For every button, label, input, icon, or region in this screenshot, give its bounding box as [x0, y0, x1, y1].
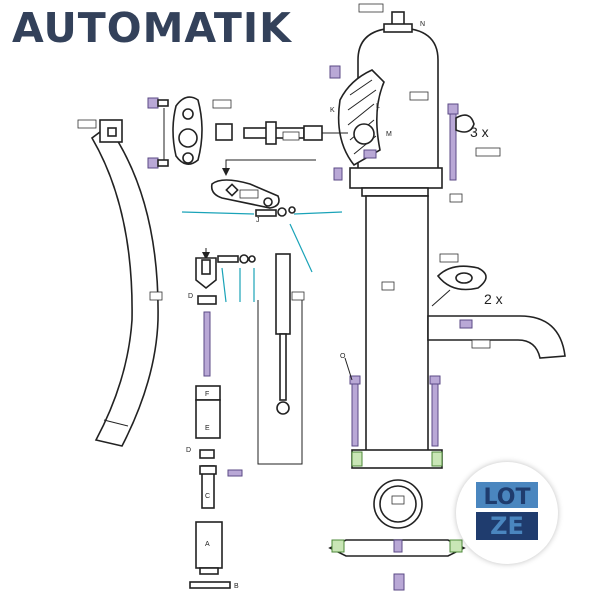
green-nut-left — [351, 451, 363, 467]
bolt-washer — [455, 114, 475, 133]
damper-eye — [276, 401, 290, 415]
label-k: K — [330, 107, 335, 114]
logo-text-bottom: ZE — [490, 512, 524, 540]
teal-line-1 — [181, 211, 255, 215]
label-a: A — [205, 541, 210, 548]
link-screw-bottom — [147, 157, 159, 169]
bottom-bolt-left-head — [349, 375, 361, 385]
small-clip — [288, 206, 296, 214]
small-washer — [277, 207, 287, 217]
handle-grip-line — [103, 419, 129, 427]
head-screw-lower — [333, 167, 343, 181]
bottom-bolt-right — [431, 381, 439, 447]
part-tags — [77, 3, 501, 505]
head-screw-m — [363, 149, 377, 159]
clevis-clip — [248, 255, 256, 263]
arrow-head-1 — [222, 168, 230, 176]
page-title: AUTOMATIK — [12, 4, 292, 52]
lever-bracket — [337, 69, 385, 167]
clevis-pin — [217, 255, 239, 263]
clevis-washer — [239, 254, 249, 264]
teal-line-4 — [221, 267, 227, 303]
bottom-bolt — [393, 573, 405, 591]
pump-spout — [427, 315, 566, 359]
rod-frame — [257, 300, 303, 465]
multiplier-2x: 2 x — [484, 291, 503, 307]
link-hole-center — [178, 128, 198, 148]
hatch — [347, 79, 377, 155]
head-screw-k — [329, 65, 341, 79]
base-center-bolt — [393, 539, 403, 553]
part-e-block — [195, 399, 221, 439]
link-screw-top — [147, 97, 159, 109]
bell-crank-square — [225, 183, 239, 197]
base-green-left — [331, 539, 345, 553]
teal-line-2 — [293, 211, 343, 215]
bolt-top — [447, 103, 459, 115]
link-screw-bottom-shaft — [157, 159, 169, 167]
pump-cylinder — [365, 195, 429, 459]
bushing — [215, 123, 233, 141]
lotze-logo: LOT ZE — [456, 462, 558, 564]
label-b: B — [234, 583, 239, 590]
bottom-flange — [351, 449, 443, 469]
green-nut-right — [431, 451, 443, 467]
multiplier-3x: 3 x — [470, 124, 489, 140]
base-green-right — [449, 539, 463, 553]
gasket-arrow — [431, 289, 451, 307]
label-l: L — [376, 103, 380, 110]
arrow-to-bracket — [225, 159, 316, 170]
damper-rod — [279, 333, 287, 401]
label-m: M — [386, 131, 392, 138]
damper-body — [275, 253, 291, 335]
handle-socket-square — [107, 127, 117, 137]
label-d-lower: D — [186, 447, 191, 454]
arrow-head-2 — [202, 252, 210, 260]
gasket-hole — [455, 272, 473, 284]
link-hole-top — [182, 108, 194, 120]
spout-screw — [459, 319, 473, 329]
part-c-cap — [199, 465, 217, 475]
bottom-bolt-right-head — [429, 375, 441, 385]
teal-line-3 — [289, 223, 313, 273]
part-b-washer — [189, 581, 231, 589]
link-hole-bottom — [182, 152, 194, 164]
bottom-bolt-left — [351, 381, 359, 447]
part-a-valve — [195, 521, 223, 569]
bell-crank-hole — [263, 197, 273, 207]
label-e: E — [205, 425, 210, 432]
o-leader — [344, 357, 353, 381]
pump-rod — [203, 311, 211, 377]
label-d-upper: D — [188, 293, 193, 300]
rod-nut-d1 — [197, 295, 217, 305]
top-cap — [383, 23, 413, 33]
logo-text-top: LOT — [484, 485, 531, 510]
pivot-hole — [353, 123, 375, 145]
label-o: O — [340, 353, 346, 360]
label-c: C — [205, 493, 210, 500]
flange-neck — [361, 187, 429, 197]
label-j: J — [256, 217, 260, 224]
link-screw-shaft — [157, 99, 169, 107]
head-flange — [349, 167, 443, 189]
logo-mark: LOT ZE — [476, 482, 538, 540]
axle-pin-end — [303, 125, 323, 141]
bolt-3x — [449, 113, 457, 181]
label-f: F — [205, 391, 209, 398]
clevis-slot — [201, 259, 211, 275]
small-pin — [255, 209, 277, 217]
rod-nut-d2 — [199, 449, 215, 459]
axle-pin-collar — [265, 121, 277, 145]
label-n: N — [420, 21, 425, 28]
part-a-base — [199, 567, 219, 575]
part-c-screw — [227, 469, 243, 477]
pump-handle — [90, 124, 159, 447]
